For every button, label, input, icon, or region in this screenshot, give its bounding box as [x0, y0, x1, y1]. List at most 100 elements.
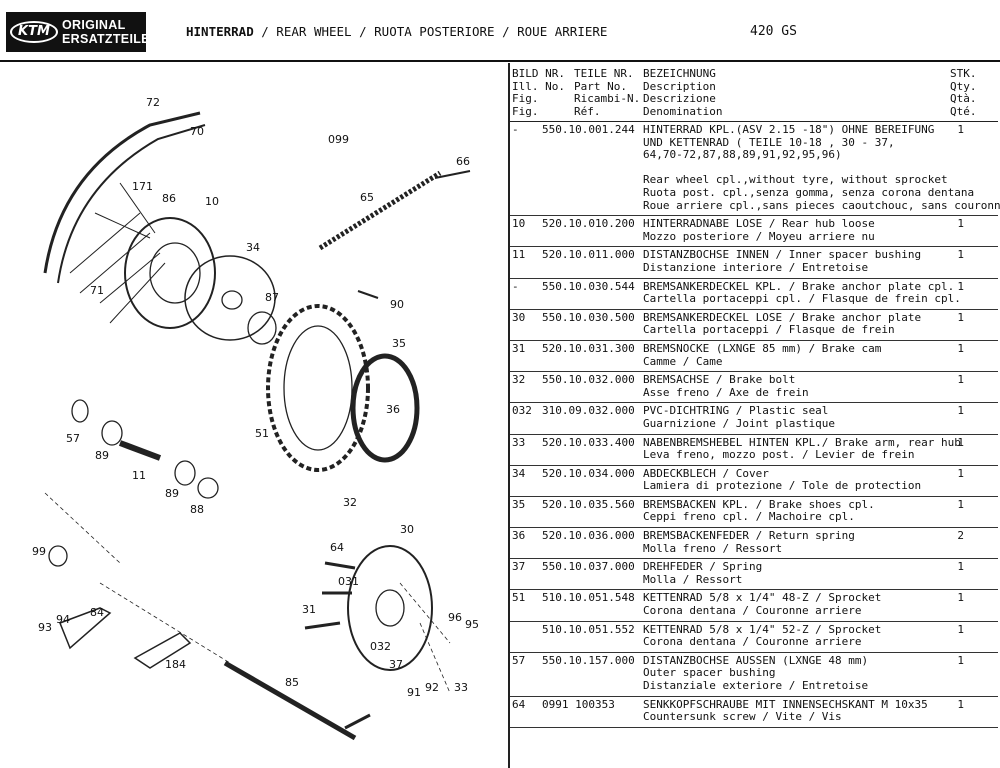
callout-95: 95: [465, 618, 479, 631]
description-line: ABDECKBLECH / Cover: [643, 466, 769, 480]
fig-number: 37: [512, 560, 526, 574]
header-part-no: TEILE NR. Part No. Ricambi-N. Réf.: [574, 67, 641, 118]
exploded-view-svg: 72 70 099 66 65 171 86 10 34 71 87 90 35…: [32, 96, 479, 741]
callout-96: 96: [448, 611, 462, 624]
callout-64: 64: [330, 541, 344, 554]
chain-link: [434, 170, 471, 179]
logo-line1: ORIGINAL: [62, 18, 126, 32]
callout-031: 031: [338, 575, 359, 588]
fig-number: -: [512, 123, 519, 136]
callout-99: 99: [32, 545, 46, 558]
callout-37: 37: [389, 658, 403, 671]
leader-lines: [44, 492, 451, 694]
part-number: 550.10.157.000: [542, 653, 635, 667]
description-line: Cartella portaceppi cpl. / Flasque de fr…: [643, 292, 961, 306]
description-line: BREMSBACKEN KPL. / Brake shoes cpl.: [643, 497, 875, 511]
description-line: Lamiera di protezione / Tole de protecti…: [643, 479, 922, 493]
callout-85: 85: [285, 676, 299, 689]
part-number: 520.10.011.000: [542, 248, 635, 262]
part-number: 520.10.034.000: [542, 466, 635, 480]
fig-number: 33: [512, 435, 526, 449]
part-number: 0991 100353: [542, 697, 615, 711]
description-line: UND KETTENRAD ( TEILE 10-18 , 30 - 37,: [643, 135, 895, 149]
quantity: 1: [957, 466, 964, 480]
logo-mark: KTM: [10, 21, 58, 43]
bolt-90: [357, 290, 379, 299]
quantity: 1: [957, 341, 964, 355]
axle: [223, 660, 357, 741]
description: SENKKOPFSCHRAUBE MIT INNENSECHSKANT M 10…: [643, 697, 928, 724]
part-99: [48, 545, 68, 567]
fig-number: 51: [512, 591, 526, 605]
description-line: DREHFEDER / Spring: [643, 560, 763, 574]
callout-65: 65: [360, 191, 374, 204]
description-line: Ceppi freno cpl. / Machoire cpl.: [643, 510, 855, 524]
quantity: 1: [957, 591, 964, 605]
description-line: KETTENRAD 5/8 x 1/4" 52-Z / Sprocket: [643, 622, 882, 636]
quantity: 2: [957, 529, 964, 543]
hub-inner: [149, 242, 201, 304]
callout-32: 32: [343, 496, 357, 509]
callout-labels: 72 70 099 66 65 171 86 10 34 71 87 90 35…: [32, 96, 479, 699]
description-line: SENKKOPFSCHRAUBE MIT INNENSECHSKANT M 10…: [643, 697, 928, 711]
part-number: 520.10.010.200: [542, 217, 635, 231]
description-line: Leva freno, mozzo post. / Levier de frei…: [643, 448, 915, 462]
description-line: Roue arriere cpl.,sans pieces caoutchouc…: [643, 198, 1000, 212]
sprocket: [266, 304, 370, 472]
description-line: Guarnizione / Joint plastique: [643, 416, 836, 430]
part-number: 310.09.032.000: [542, 404, 635, 418]
fig-number: 35: [512, 497, 526, 511]
quantity: 1: [957, 373, 964, 387]
callout-71: 71: [90, 284, 104, 297]
part-number: 520.10.033.400: [542, 435, 635, 449]
callout-88: 88: [190, 503, 204, 516]
column-divider: [508, 63, 510, 768]
quantity: 1: [957, 123, 964, 136]
quantity: 1: [957, 560, 964, 574]
callout-89b: 89: [165, 487, 179, 500]
description-line: BREMSANKERDECKEL KPL. / Brake anchor pla…: [643, 279, 955, 293]
fig-number: 10: [512, 217, 526, 231]
description-line: HINTERRAD KPL.(ASV 2.15 -18") OHNE BEREI…: [643, 123, 935, 136]
description-line: Camme / Came: [643, 354, 723, 368]
bearing-89b: [174, 460, 196, 486]
description-line: Corona dentana / Couronne arriere: [643, 604, 862, 618]
rim-inner: [57, 124, 206, 284]
description-line: Molla / Ressort: [643, 572, 743, 586]
arm-184: [133, 632, 192, 669]
description: NABENBREMSHEBEL HINTEN KPL./ Brake arm, …: [643, 436, 961, 462]
table-body: - 550.10.001.244 HINTERRAD KPL.(ASV 2.15 -…: [510, 122, 1000, 728]
callout-86: 86: [162, 192, 176, 205]
callout-10: 10: [205, 195, 219, 208]
callout-35: 35: [392, 337, 406, 350]
description-line: BREMSANKERDECKEL LOSE / Brake anchor pla…: [643, 310, 922, 324]
description-line: Ruota post. cpl.,senza gomma, senza coro…: [643, 185, 975, 199]
callout-94: 94: [56, 613, 70, 626]
part-number: 550.10.001.244: [542, 123, 635, 136]
table-row: - 550.10.001.244 HINTERRAD KPL.(ASV 2.15 -…: [510, 122, 1000, 217]
fig-number: -: [512, 279, 519, 293]
callout-032: 032: [370, 640, 391, 653]
axle-nut: [344, 713, 371, 730]
description-line: Corona dentana / Couronne arriere: [643, 635, 862, 649]
description-line: KETTENRAD 5/8 x 1/4" 48-Z / Sprocket: [643, 591, 882, 605]
description-line: Mozzo posteriore / Moyeu arriere nu: [643, 229, 875, 243]
header-qty: STK. Qty. Qtà. Qté.: [950, 67, 977, 118]
logo-line2: ERSATZTEILE: [62, 32, 150, 46]
hub: [124, 217, 216, 329]
callout-171: 171: [132, 180, 153, 193]
description-line: 64,70-72,87,88,89,91,92,95,96): [643, 148, 842, 162]
description-line: Outer spacer bushing: [643, 666, 776, 680]
spacer-57: [71, 399, 89, 423]
